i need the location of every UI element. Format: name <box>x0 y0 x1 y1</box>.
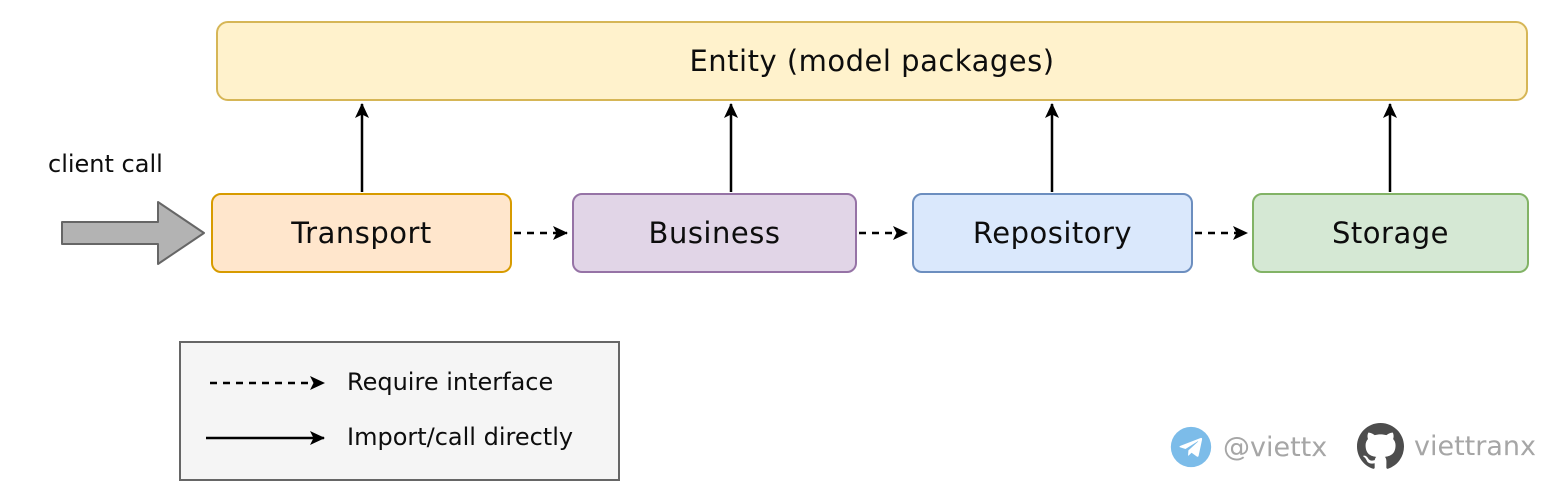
telegram-handle-item: @viettx <box>1169 425 1327 469</box>
import-call-arrows <box>355 103 1397 192</box>
transport-node-label: Transport <box>291 216 432 250</box>
client-call-label: client call <box>48 150 163 178</box>
repository-node: Repository <box>912 193 1193 273</box>
legend-box <box>179 341 620 481</box>
github-handle-text: viettranx <box>1414 431 1537 462</box>
client-call-block-arrow-icon <box>61 201 205 265</box>
legend-require-interface-label: Require interface <box>347 368 554 396</box>
storage-node: Storage <box>1252 193 1529 273</box>
github-icon <box>1357 423 1404 469</box>
transport-node: Transport <box>211 193 512 273</box>
entity-node-label: Entity (model packages) <box>689 44 1055 78</box>
business-node: Business <box>572 193 857 273</box>
storage-node-label: Storage <box>1332 216 1449 250</box>
telegram-handle-text: @viettx <box>1223 431 1328 463</box>
github-handle-item: viettranx <box>1357 423 1536 470</box>
entity-node: Entity (model packages) <box>216 21 1528 101</box>
repository-node-label: Repository <box>972 216 1133 250</box>
legend-import-call-label: Import/call directly <box>347 423 574 451</box>
business-node-label: Business <box>648 216 781 250</box>
telegram-icon <box>1170 426 1212 468</box>
